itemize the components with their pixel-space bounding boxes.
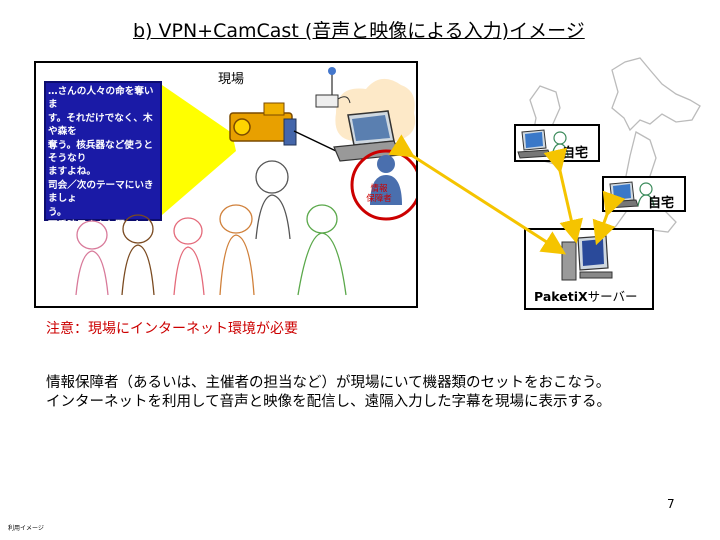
home-box-2: 自宅	[602, 176, 686, 212]
subtitle-screen	[44, 81, 162, 221]
venue-scene: …さんの人々の命を奪いま す。それだけでなく、木や森を 奪う。核兵器など使うとそ…	[34, 61, 418, 308]
home-box-1: 自宅	[514, 124, 600, 162]
arrow-home1-to-server	[543, 147, 584, 244]
map-hokkaido	[611, 57, 701, 132]
footer-label: 利用イメージ	[8, 525, 44, 532]
venue-illustration	[75, 67, 416, 296]
server-label: PaketiXサーバー	[534, 286, 638, 305]
home-label-2: 自宅	[648, 196, 675, 211]
server-box: PaketiXサーバー	[524, 228, 654, 310]
page-number: 7	[667, 497, 675, 511]
support-person-highlight	[350, 149, 416, 221]
slide-title: b) VPN+CamCast (音声と映像による入力)イメージ	[133, 20, 585, 42]
audience-sketch	[75, 160, 347, 296]
subtitle-screen-text: …さんの人々の命を奪いま す。それだけでなく、木や森を 奪う。核兵器など使うとそ…	[48, 86, 154, 245]
home-label-1: 自宅	[562, 146, 589, 161]
projector-beam	[162, 85, 236, 215]
server-label-name: PaketiX	[534, 289, 588, 304]
venue-label: 現場	[218, 72, 245, 87]
requirement-note: 注意：現場にインターネット環境が必要	[46, 321, 298, 337]
description-line-2: インターネットを利用して音声と映像を配信し、遠隔入力した字幕を現場に表示する。	[46, 394, 612, 410]
web-camera-icon	[315, 67, 351, 108]
description-line-1: 情報保障者（あるいは、主催者の担当など）が現場にいて機器類のセットをおこなう。	[46, 375, 611, 391]
server-label-suffix: サーバー	[587, 289, 638, 304]
server-pc-icon	[561, 235, 613, 281]
projector-icon	[229, 102, 297, 146]
projector-cable	[293, 130, 337, 152]
support-person-label: 情報 保障者	[366, 184, 392, 204]
